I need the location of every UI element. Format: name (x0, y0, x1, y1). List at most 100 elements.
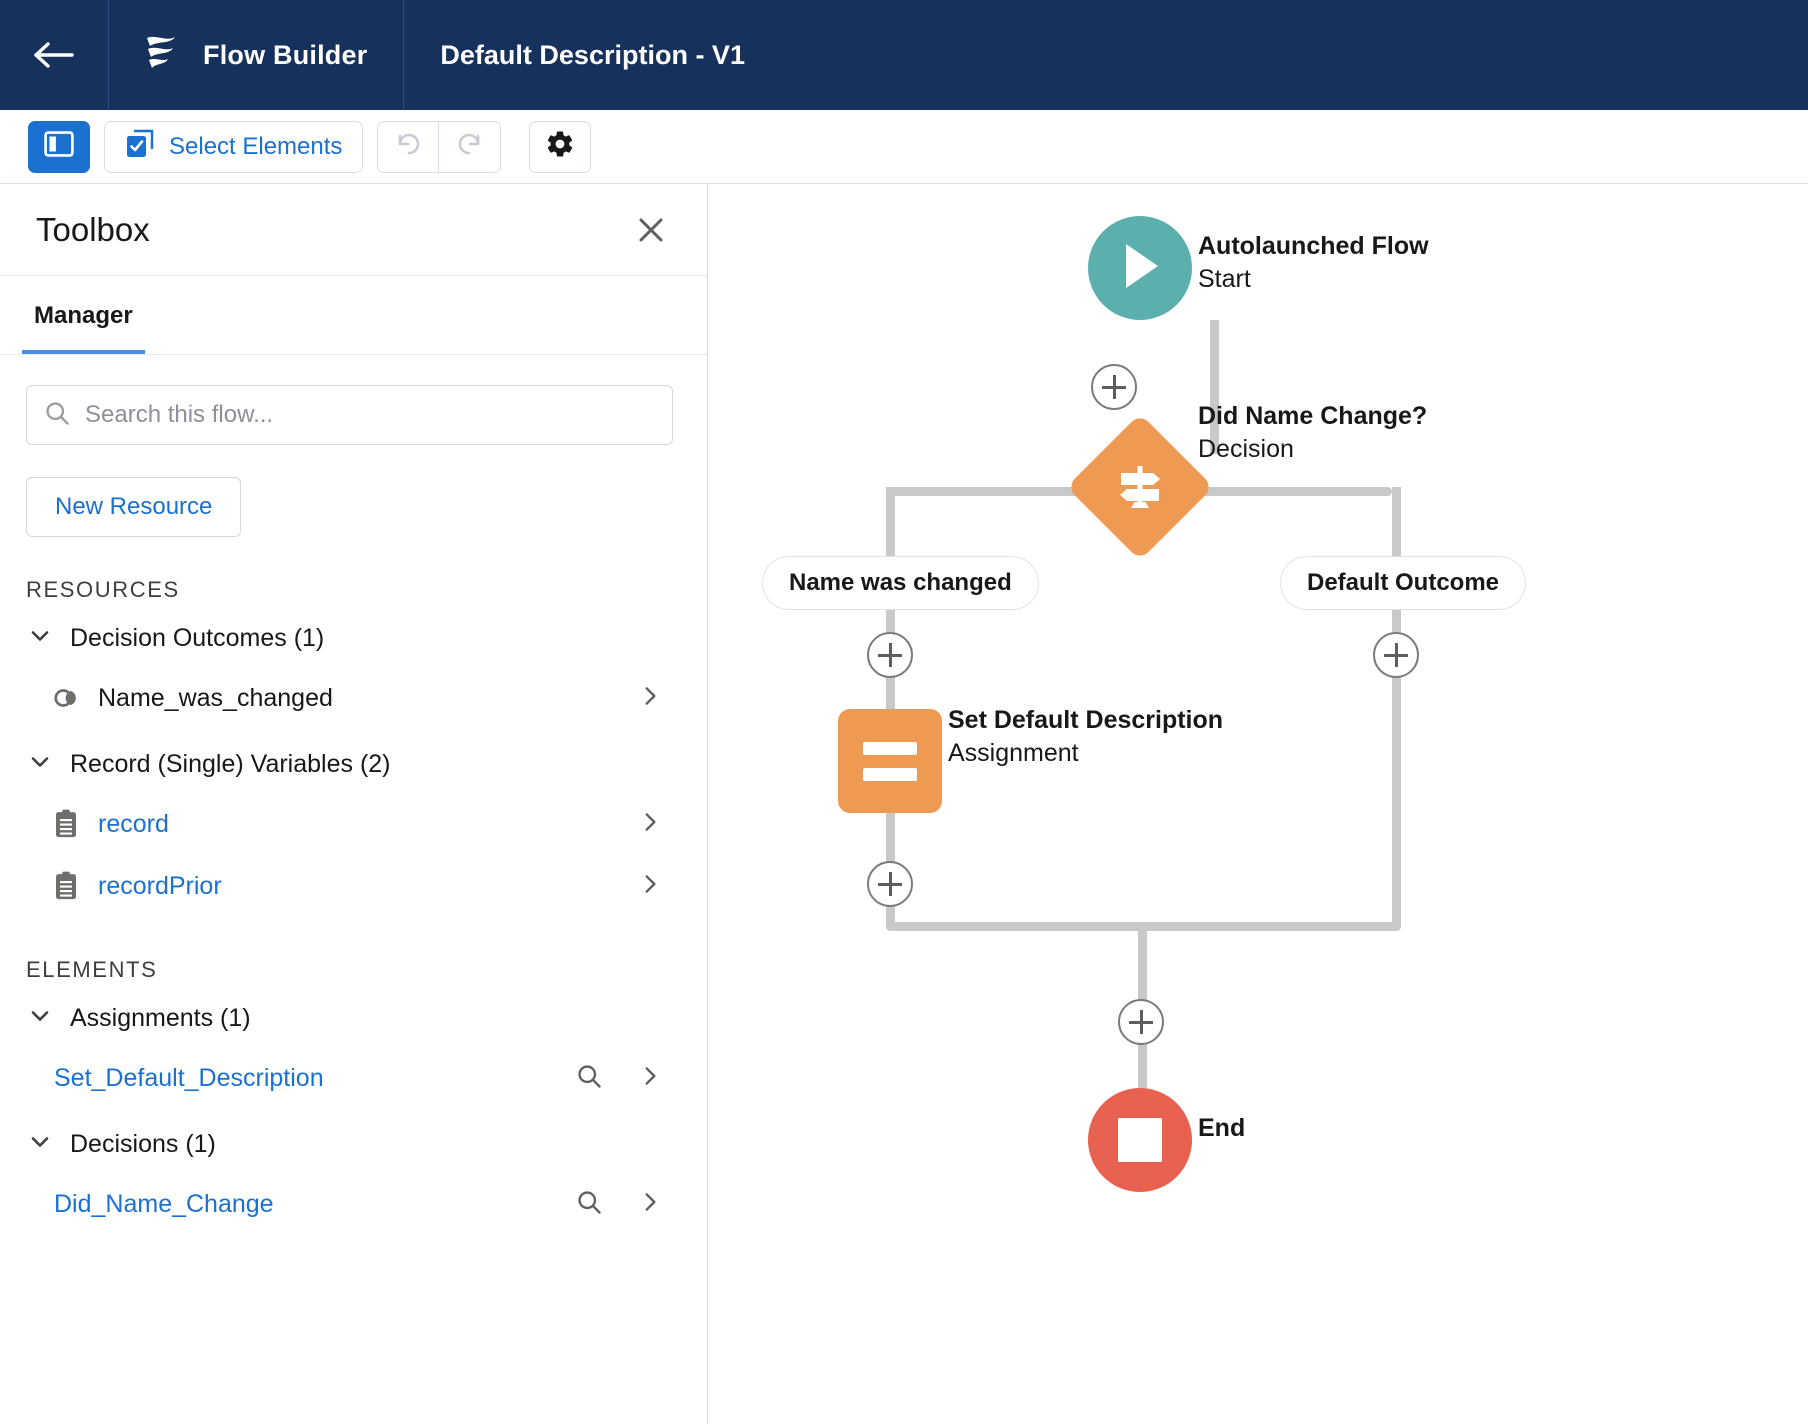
search-icon[interactable] (575, 1062, 603, 1095)
header-divider-2 (403, 0, 405, 110)
node-subtitle: Start (1198, 265, 1251, 293)
row-actions (637, 683, 673, 714)
element-item-label: Did_Name_Change (54, 1189, 274, 1218)
tab-manager-label: Manager (34, 302, 133, 329)
connector-right-branch-vertical (1392, 487, 1401, 927)
header-divider-1 (108, 0, 109, 110)
flow-node-decision-label: Did Name Change? Decision (1198, 402, 1427, 464)
tab-manager[interactable]: Manager (22, 276, 145, 354)
play-triangle-icon (1116, 240, 1164, 297)
section-header-elements: ELEMENTS (26, 957, 158, 982)
add-element-button-before-end[interactable] (1118, 999, 1164, 1045)
connector-decision-right-horizontal (1206, 487, 1392, 496)
undo-icon (393, 130, 423, 163)
new-resource-button[interactable]: New Resource (26, 477, 242, 537)
add-element-button-after-assignment[interactable] (867, 861, 913, 907)
back-button[interactable] (0, 0, 108, 110)
flow-builder-logo-icon (141, 32, 181, 79)
outcome-merge-icon (52, 683, 98, 713)
flow-node-end[interactable] (1088, 1088, 1192, 1192)
flow-canvas[interactable]: Autolaunched Flow Start Did Name Change?… (708, 184, 1808, 1424)
tree-group-label: Record (Single) Variables (2) (70, 749, 391, 778)
branch-label-default-outcome[interactable]: Default Outcome (1280, 556, 1527, 610)
canvas-toolbar: Select Elements (0, 110, 1808, 184)
resource-item-name-was-changed[interactable]: Name_was_changed (26, 667, 673, 729)
chevron-right-icon[interactable] (637, 809, 663, 840)
search-field[interactable] (26, 385, 673, 445)
tree-group-label: Decision Outcomes (1) (70, 623, 325, 652)
toolbox-tabbar: Manager (0, 276, 707, 355)
flow-node-start-label: Autolaunched Flow Start (1198, 232, 1429, 294)
flow-node-decision[interactable] (1066, 413, 1214, 561)
element-item-did-name-change[interactable]: Did_Name_Change (26, 1173, 673, 1235)
flow-node-assignment-label: Set Default Description Assignment (948, 706, 1223, 768)
chevron-down-icon (26, 1002, 54, 1035)
undo-button[interactable] (377, 120, 440, 173)
close-icon (637, 218, 665, 248)
flow-node-end-label: End (1198, 1114, 1245, 1143)
tree-group-decisions[interactable]: Decisions (1) (26, 1115, 673, 1173)
chevron-right-icon[interactable] (637, 1063, 663, 1094)
chevron-right-icon[interactable] (637, 683, 663, 714)
add-element-button-right-branch[interactable] (1373, 632, 1419, 678)
toolbox-panel: Toolbox Manager (0, 184, 708, 1424)
chevron-right-icon[interactable] (637, 871, 663, 902)
resource-item-label: record (98, 809, 169, 838)
node-title: End (1198, 1114, 1246, 1142)
node-title: Set Default Description (948, 706, 1224, 734)
close-toolbox-button[interactable] (629, 208, 673, 252)
search-icon[interactable] (575, 1188, 603, 1221)
resource-item-label: recordPrior (98, 871, 222, 900)
element-item-set-default-description[interactable]: Set_Default_Description (26, 1047, 673, 1109)
resource-item-label: Name_was_changed (98, 683, 333, 712)
connector-left-branch-vertical (886, 487, 895, 927)
select-elements-button[interactable]: Select Elements (104, 120, 364, 173)
row-actions (637, 809, 673, 840)
add-element-button-left-branch[interactable] (867, 632, 913, 678)
toggle-toolbox-panel-button[interactable] (28, 120, 90, 173)
branch-label-name-was-changed[interactable]: Name was changed (762, 556, 1039, 610)
add-element-button-after-start[interactable] (1091, 364, 1137, 410)
redo-button[interactable] (439, 120, 502, 173)
flow-title: Default Description - V1 (440, 39, 745, 70)
flow-node-start[interactable] (1088, 216, 1192, 320)
connector-start-to-decision (1210, 320, 1219, 454)
record-clipboard-icon (52, 871, 98, 901)
search-icon (43, 399, 71, 432)
resource-item-record[interactable]: record (26, 793, 673, 855)
record-clipboard-icon (52, 809, 98, 839)
app-header: Flow Builder Default Description - V1 (0, 0, 1808, 110)
node-title: Autolaunched Flow (1198, 232, 1429, 260)
brand-area: Flow Builder (109, 0, 403, 110)
tree-group-decision-outcomes[interactable]: Decision Outcomes (1) (26, 609, 673, 667)
element-item-label: Set_Default_Description (54, 1063, 324, 1092)
resource-item-record-prior[interactable]: recordPrior (26, 855, 673, 917)
gear-icon (545, 129, 575, 164)
row-actions (575, 1188, 673, 1221)
connector-decision-left-horizontal (886, 487, 1216, 496)
select-elements-checkbox-icon (125, 129, 155, 164)
tree-group-record-single-variables[interactable]: Record (Single) Variables (2) (26, 735, 673, 793)
brand-label: Flow Builder (203, 39, 368, 70)
toolbox-header: Toolbox (0, 184, 707, 276)
row-actions (575, 1062, 673, 1095)
chevron-down-icon (26, 748, 54, 781)
undo-redo-group (377, 120, 502, 173)
equals-icon-bar-top (863, 741, 917, 755)
flow-settings-button[interactable] (529, 120, 592, 173)
flow-node-assignment[interactable] (838, 709, 942, 813)
tree-group-label: Decisions (1) (70, 1129, 216, 1158)
arrow-left-icon (32, 39, 76, 71)
node-subtitle: Decision (1198, 435, 1294, 463)
node-subtitle: Assignment (948, 739, 1079, 767)
node-title: Did Name Change? (1198, 402, 1428, 430)
search-input[interactable] (85, 401, 656, 429)
tree-group-assignments[interactable]: Assignments (1) (26, 989, 673, 1047)
row-actions (637, 871, 673, 902)
signpost-icon (1088, 435, 1192, 539)
tree-group-label: Assignments (1) (70, 1003, 251, 1032)
chevron-down-icon (26, 1128, 54, 1161)
equals-icon-bar-bottom (863, 767, 917, 781)
select-elements-label: Select Elements (169, 132, 343, 160)
chevron-right-icon[interactable] (637, 1189, 663, 1220)
